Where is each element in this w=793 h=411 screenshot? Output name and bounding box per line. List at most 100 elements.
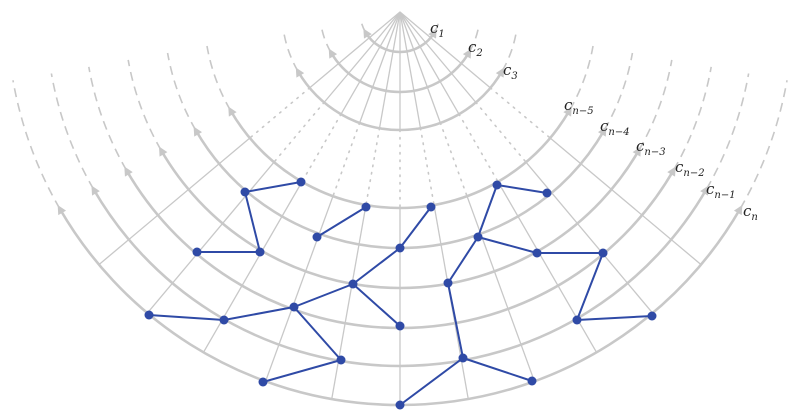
- spoke-dotted: [489, 87, 551, 139]
- spoke-line: [202, 181, 303, 353]
- spoke-line: [340, 11, 401, 115]
- curve-dashed: [320, 25, 332, 53]
- graph-node: [395, 243, 405, 253]
- graph-node: [647, 311, 657, 321]
- spoke-line: [264, 195, 334, 382]
- graph-node: [426, 202, 436, 212]
- curve-label: cn−1: [706, 180, 736, 201]
- curve-arc: [296, 70, 504, 132]
- spoke-line: [549, 137, 702, 266]
- curve-label: c1: [430, 19, 445, 40]
- graph-node: [219, 315, 229, 325]
- curve-dashed: [739, 80, 788, 209]
- curve-dashed: [569, 45, 594, 111]
- spoke-line: [399, 11, 441, 124]
- graph-edge: [316, 206, 367, 238]
- graph-node: [532, 248, 542, 258]
- spoke-dotted: [301, 113, 342, 183]
- graph-edge: [496, 184, 548, 194]
- curve-arc: [329, 51, 471, 94]
- graph-node: [289, 302, 299, 312]
- spoke-line: [399, 11, 422, 129]
- graph-edge: [576, 315, 653, 321]
- graph-node: [336, 355, 346, 365]
- curve-dashed: [127, 59, 162, 151]
- arrowhead-icon: [632, 146, 642, 157]
- graph-edge: [352, 283, 401, 327]
- curve-label: c3: [503, 61, 518, 82]
- curve-dashed: [88, 66, 128, 171]
- spoke-line: [525, 161, 654, 314]
- spoke-line: [399, 11, 477, 103]
- graph-node: [296, 177, 306, 187]
- curve-dashed: [603, 52, 634, 131]
- curve-label: cn−2: [675, 158, 705, 179]
- curve-dashed: [638, 59, 673, 151]
- arrowhead-icon: [495, 67, 505, 78]
- graph-node: [192, 247, 202, 257]
- arrowhead-icon: [733, 205, 743, 216]
- graph-node: [572, 315, 582, 325]
- spoke-line: [309, 11, 401, 89]
- arrowhead-icon: [57, 205, 67, 216]
- spoke-dotted: [365, 127, 381, 206]
- graph-edge: [262, 359, 342, 383]
- graph-edge: [462, 357, 533, 382]
- graph-node: [258, 377, 268, 387]
- arrowhead-icon: [597, 126, 607, 137]
- graph-edge: [352, 247, 401, 285]
- curve-arc: [92, 188, 708, 368]
- graph-edge: [148, 314, 225, 321]
- graph-node: [144, 310, 154, 320]
- curve-arc: [364, 31, 436, 54]
- curve-label: cn: [743, 202, 758, 223]
- curve-dashed: [206, 45, 231, 111]
- curve-label: cn−4: [600, 117, 630, 138]
- graph-layer: [144, 177, 657, 410]
- graph-node: [348, 279, 358, 289]
- graph-node: [527, 376, 537, 386]
- spoke-line: [399, 11, 460, 115]
- graph-edge: [244, 191, 261, 253]
- curve-arc: [229, 109, 571, 210]
- graph-node: [361, 202, 371, 212]
- spoke-line: [323, 11, 401, 103]
- spoke-dotted: [419, 127, 435, 206]
- graph-node: [492, 180, 502, 190]
- arrowhead-icon: [295, 67, 305, 78]
- graph-edge: [293, 283, 354, 308]
- spoke-dotted: [475, 101, 527, 163]
- spoke-line: [359, 11, 401, 124]
- arrowhead-icon: [158, 146, 168, 157]
- arrowhead-icon: [667, 166, 676, 177]
- spoke-line: [399, 11, 491, 89]
- graph-node: [240, 187, 250, 197]
- graph-node: [255, 247, 265, 257]
- graph-node: [395, 321, 405, 331]
- graph-node: [458, 353, 468, 363]
- spoke-line: [146, 161, 275, 314]
- spoke-line: [466, 195, 536, 382]
- arrowhead-icon: [328, 48, 338, 59]
- spoke-line: [497, 181, 598, 353]
- curve-dashed: [705, 73, 750, 190]
- graph-edge: [447, 236, 479, 284]
- graph-edge: [477, 184, 498, 238]
- spoke-dotted: [273, 101, 325, 163]
- graph-edge: [223, 306, 295, 321]
- curve-label: cn−3: [636, 137, 666, 158]
- graph-edge: [576, 252, 604, 321]
- graph-node: [395, 400, 405, 410]
- arrowhead-icon: [363, 28, 372, 39]
- arrowhead-icon: [563, 106, 572, 117]
- grid-layer: [12, 11, 788, 407]
- curve-arc: [159, 149, 641, 290]
- arrowhead-icon: [700, 185, 709, 196]
- curve-dashed: [166, 52, 197, 131]
- curve-label: c2: [468, 38, 483, 59]
- graph-edge: [399, 206, 432, 249]
- spoke-dotted: [458, 113, 499, 183]
- arrowhead-icon: [124, 166, 133, 177]
